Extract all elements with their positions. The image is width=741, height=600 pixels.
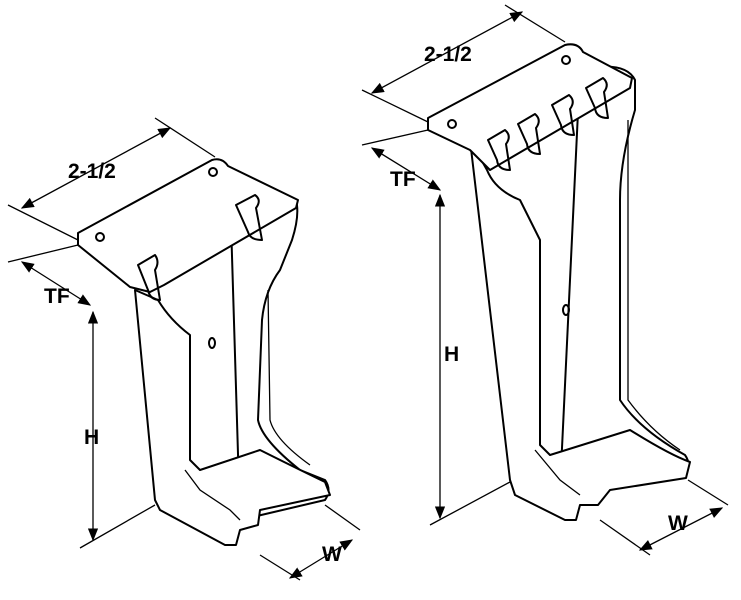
right-nail-hole-1 [447,119,457,129]
left-hanger-front-wall [134,289,331,546]
right-dimensions [361,4,729,556]
right-joist-hanger [427,43,691,521]
left-nail-hole-1 [95,232,105,242]
right-hanger-top-flange [427,43,633,171]
left-width-label: 2-1/2 [68,160,116,183]
left-tf-dim-line [20,261,92,306]
left-nail-hole-2 [208,167,218,177]
right-w-dim-line [638,507,724,551]
left-embossed-slot-2 [235,194,263,241]
right-embossed-slot-4 [585,77,609,119]
left-joist-hanger [77,158,331,546]
left-side-hole [208,337,216,349]
right-w-label: W [668,512,688,535]
left-tf-label: TF [44,285,70,308]
left-w-label: W [322,543,342,566]
right-h-label: H [444,343,460,366]
right-embossed-slot-1 [487,129,511,171]
left-h-label: H [84,426,100,449]
right-width-dim-line [370,11,524,94]
left-hanger-top-flange [77,158,299,293]
right-tf-label: TF [390,168,416,191]
right-hanger-back-wall [559,65,690,491]
right-hanger-front-wall [469,139,691,521]
left-w-dim-line [288,539,354,579]
right-embossed-slot-3 [551,94,575,136]
right-embossed-slot-2 [517,113,541,155]
left-embossed-slot-1 [137,254,161,301]
left-dimensions [7,117,361,581]
left-width-dim-line [20,127,172,209]
right-width-label: 2-1/2 [424,43,472,66]
right-nail-hole-2 [561,55,571,65]
right-tf-dim-line [370,147,442,191]
right-side-hole [562,304,570,316]
